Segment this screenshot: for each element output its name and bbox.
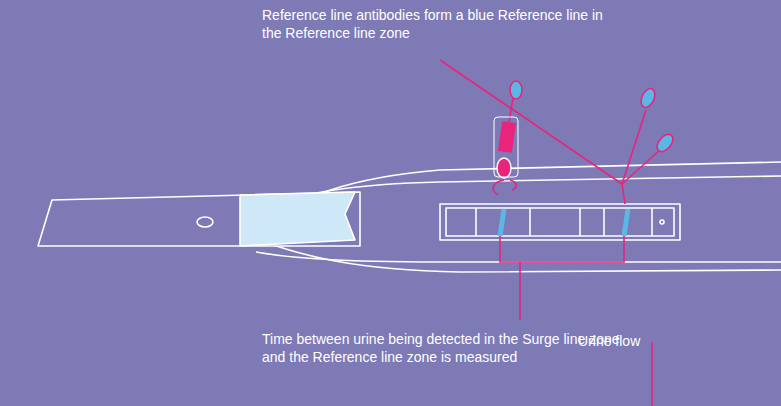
note-label: Time between urine being detected in the… [262, 330, 622, 366]
note-label: Reference line antibodies form a blue Re… [262, 6, 622, 42]
flow-label: Urine flow [578, 332, 640, 350]
